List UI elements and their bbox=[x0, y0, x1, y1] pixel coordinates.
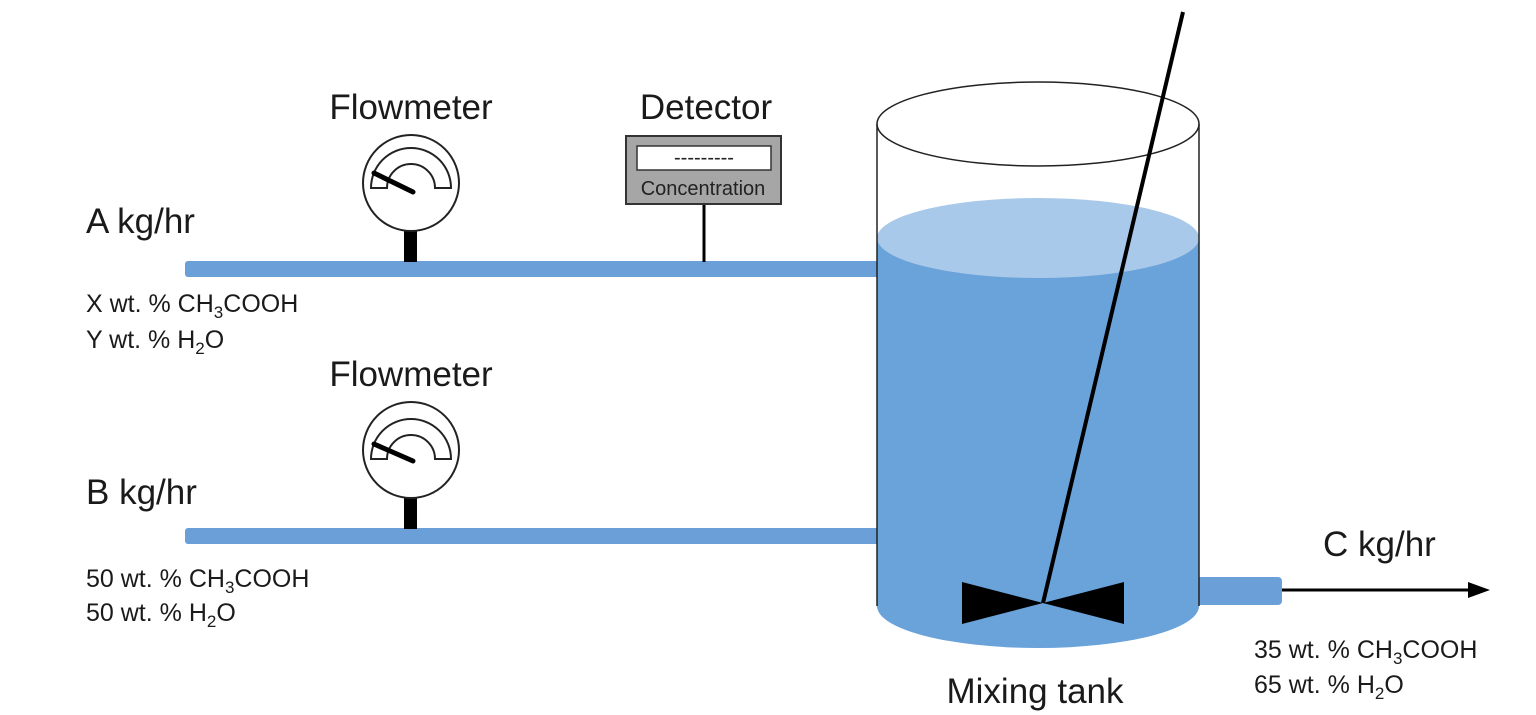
tank-liquid bbox=[877, 238, 1199, 648]
flowmeter-a-needle bbox=[371, 170, 416, 195]
flowmeter-b bbox=[362, 401, 460, 529]
detector-caption: Concentration bbox=[641, 178, 766, 200]
flowmeter-b-gauge-arc bbox=[369, 418, 453, 460]
flowmeter-b-stem bbox=[404, 495, 417, 529]
flowmeter-b-needle bbox=[371, 441, 416, 464]
detector: --------- Concentration bbox=[625, 135, 782, 262]
stream-c-composition-1: 35 wt. % CH3COOH bbox=[1254, 636, 1477, 668]
stream-a-label: A kg/hr bbox=[86, 202, 195, 241]
agitator-blade-left bbox=[962, 582, 1043, 624]
pipe-b bbox=[185, 528, 882, 544]
stream-b-composition-1: 50 wt. % CH3COOH bbox=[86, 565, 309, 597]
detector-display: --------- bbox=[674, 147, 734, 169]
tank-liquid-surface bbox=[877, 198, 1199, 278]
detector-label: Detector bbox=[640, 88, 773, 127]
stream-c-label: C kg/hr bbox=[1323, 525, 1436, 564]
tank-label: Mixing tank bbox=[946, 672, 1124, 711]
pipe-a bbox=[185, 261, 882, 277]
flowmeter-a-stem bbox=[404, 228, 417, 262]
detector-screen bbox=[636, 145, 772, 171]
stream-b-label: B kg/hr bbox=[86, 473, 197, 512]
flowmeter-a-label: Flowmeter bbox=[329, 88, 493, 127]
stream-a-composition-1: X wt. % CH3COOH bbox=[86, 290, 298, 322]
mixing-tank bbox=[876, 11, 1200, 648]
tank-rim bbox=[876, 81, 1200, 167]
agitator-shaft bbox=[1041, 11, 1185, 604]
flowmeter-a-gauge-arc bbox=[369, 147, 453, 189]
outlet-arrow-head bbox=[1468, 582, 1490, 598]
stream-c-composition-2: 65 wt. % H2O bbox=[1254, 671, 1404, 703]
flowmeter-a bbox=[362, 134, 460, 262]
agitator-blade-right bbox=[1043, 582, 1124, 624]
stream-a-composition-2: Y wt. % H2O bbox=[86, 326, 224, 358]
flowmeter-b-label: Flowmeter bbox=[329, 355, 493, 394]
pipe-c bbox=[1190, 577, 1282, 605]
stream-b-composition-2: 50 wt. % H2O bbox=[86, 599, 236, 631]
